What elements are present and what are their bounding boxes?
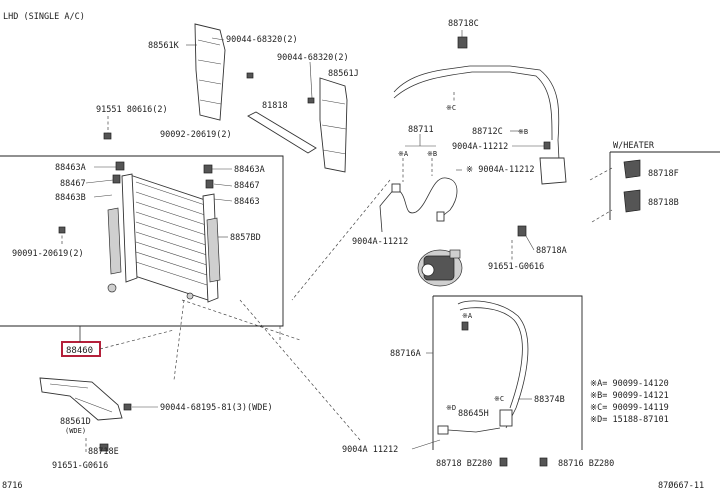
compressor-part bbox=[417, 249, 463, 287]
label-88561J: 88561J bbox=[328, 69, 359, 79]
marker-a: ※A bbox=[398, 150, 409, 158]
footer-right-code: 87Ø667-11 bbox=[658, 480, 704, 491]
clip-88718A-icon bbox=[517, 225, 527, 237]
clip-88718-icon bbox=[499, 457, 508, 467]
clip-icon bbox=[115, 161, 125, 171]
label-88716-bz280: 88716 BZ280 bbox=[558, 459, 614, 469]
bolt-icon bbox=[246, 72, 254, 79]
label-8857BD: 8857BD bbox=[230, 233, 261, 243]
label-88711: 88711 bbox=[408, 125, 434, 135]
marker-d: ※D bbox=[446, 404, 456, 412]
marker-c2: ※C bbox=[494, 395, 504, 403]
strip-81818-part bbox=[247, 111, 317, 154]
label-88463A-left: 88463A bbox=[55, 163, 86, 173]
grommet-icon bbox=[107, 283, 117, 293]
label-88463A-right: 88463A bbox=[234, 165, 265, 175]
seal-88561D-part bbox=[39, 377, 123, 421]
clip-88716-icon bbox=[539, 457, 548, 467]
clip-icon bbox=[205, 179, 214, 189]
label-88718B: 88718B bbox=[648, 198, 679, 208]
label-88712C: 88712C bbox=[472, 127, 503, 137]
bracket-88718B-part bbox=[623, 189, 641, 213]
legend-item: ※C= 90099-14119 bbox=[590, 403, 669, 413]
legend-item: ※B= 90099-14121 bbox=[590, 391, 669, 401]
label-88460: 88460 bbox=[66, 346, 93, 356]
variant-label: LHD (SINGLE A/C) bbox=[3, 12, 85, 22]
label-88374B: 88374B bbox=[534, 395, 565, 405]
label-91551: 91551 80616(2) bbox=[96, 105, 168, 115]
bracket-88718F-part bbox=[623, 159, 641, 179]
label-90092: 90092-20619(2) bbox=[160, 130, 232, 140]
label-9004A-11212-d: 9004A 11212 bbox=[342, 445, 398, 455]
label-88463B: 88463B bbox=[55, 193, 86, 203]
footer-left-code: 8716 bbox=[2, 481, 22, 491]
bracket-left-part bbox=[107, 207, 122, 275]
clip-icon bbox=[307, 97, 315, 104]
label-88463-right: 88463 bbox=[234, 197, 260, 207]
label-88561D: 88561D bbox=[60, 417, 91, 427]
label-88718C: 88718C bbox=[448, 19, 479, 29]
clip-icon bbox=[58, 226, 66, 234]
clip-icon-91551 bbox=[103, 132, 112, 140]
label-88718E: 88718E bbox=[88, 447, 119, 457]
label-88467-left: 88467 bbox=[60, 179, 86, 189]
hose-88716A-part bbox=[437, 300, 529, 435]
clip-icon bbox=[112, 174, 121, 184]
seal-88561K-part bbox=[194, 23, 226, 121]
clip-icon bbox=[461, 321, 469, 331]
label-90091: 90091-20619(2) bbox=[12, 249, 84, 259]
label-90044-68320-b: 90044-68320(2) bbox=[277, 53, 349, 63]
legend-item: ※A= 90099-14120 bbox=[590, 379, 669, 389]
marker-c: ※C bbox=[446, 104, 456, 112]
marker-a2: ※A bbox=[462, 312, 473, 320]
label-9004A-11212-c: 9004A-11212 bbox=[352, 237, 408, 247]
label-88716A: 88716A bbox=[390, 349, 421, 359]
label-88561D-sub: (WDE) bbox=[65, 427, 86, 435]
marker-b: ※B bbox=[427, 150, 437, 158]
condenser-core-part bbox=[121, 173, 219, 303]
label-88645H: 88645H bbox=[458, 409, 489, 419]
seal-88561J-part bbox=[319, 77, 348, 173]
label-91651-left: 91651-G0616 bbox=[52, 461, 108, 471]
label-81818: 81818 bbox=[262, 101, 288, 111]
legend-item: ※D= 15188-87101 bbox=[590, 415, 669, 425]
hose-88711-part bbox=[379, 177, 458, 233]
clip-icon bbox=[543, 141, 551, 150]
label-88718A: 88718A bbox=[536, 246, 567, 256]
marker-b2: ※B bbox=[518, 128, 528, 136]
label-9004A-11212-b: ※ 9004A-11212 bbox=[466, 165, 535, 175]
bracket-right-part bbox=[206, 217, 221, 283]
label-90044-68195: 90044-68195-81(3)(WDE) bbox=[160, 403, 273, 413]
bolt-icon bbox=[123, 403, 132, 411]
label-88561K: 88561K bbox=[148, 41, 180, 51]
label-w-heater: W/HEATER bbox=[613, 141, 655, 151]
label-90044-68320-a: 90044-68320(2) bbox=[226, 35, 298, 45]
clip-88718C-icon bbox=[457, 36, 468, 49]
legend: ※A= 90099-14120 ※B= 90099-14121 ※C= 9009… bbox=[590, 379, 669, 425]
tube-88712C-part bbox=[393, 65, 567, 185]
label-88718-bz280: 88718 BZ280 bbox=[436, 459, 492, 469]
label-88718F: 88718F bbox=[648, 169, 679, 179]
grommet-icon bbox=[186, 292, 194, 300]
label-88467-right: 88467 bbox=[234, 181, 260, 191]
label-9004A-11212-a: 9004A-11212 bbox=[452, 142, 508, 152]
label-91651-right: 91651-G0616 bbox=[488, 262, 544, 272]
condenser-group-frame bbox=[0, 155, 284, 327]
clip-icon bbox=[99, 443, 109, 452]
clip-icon bbox=[203, 164, 213, 174]
